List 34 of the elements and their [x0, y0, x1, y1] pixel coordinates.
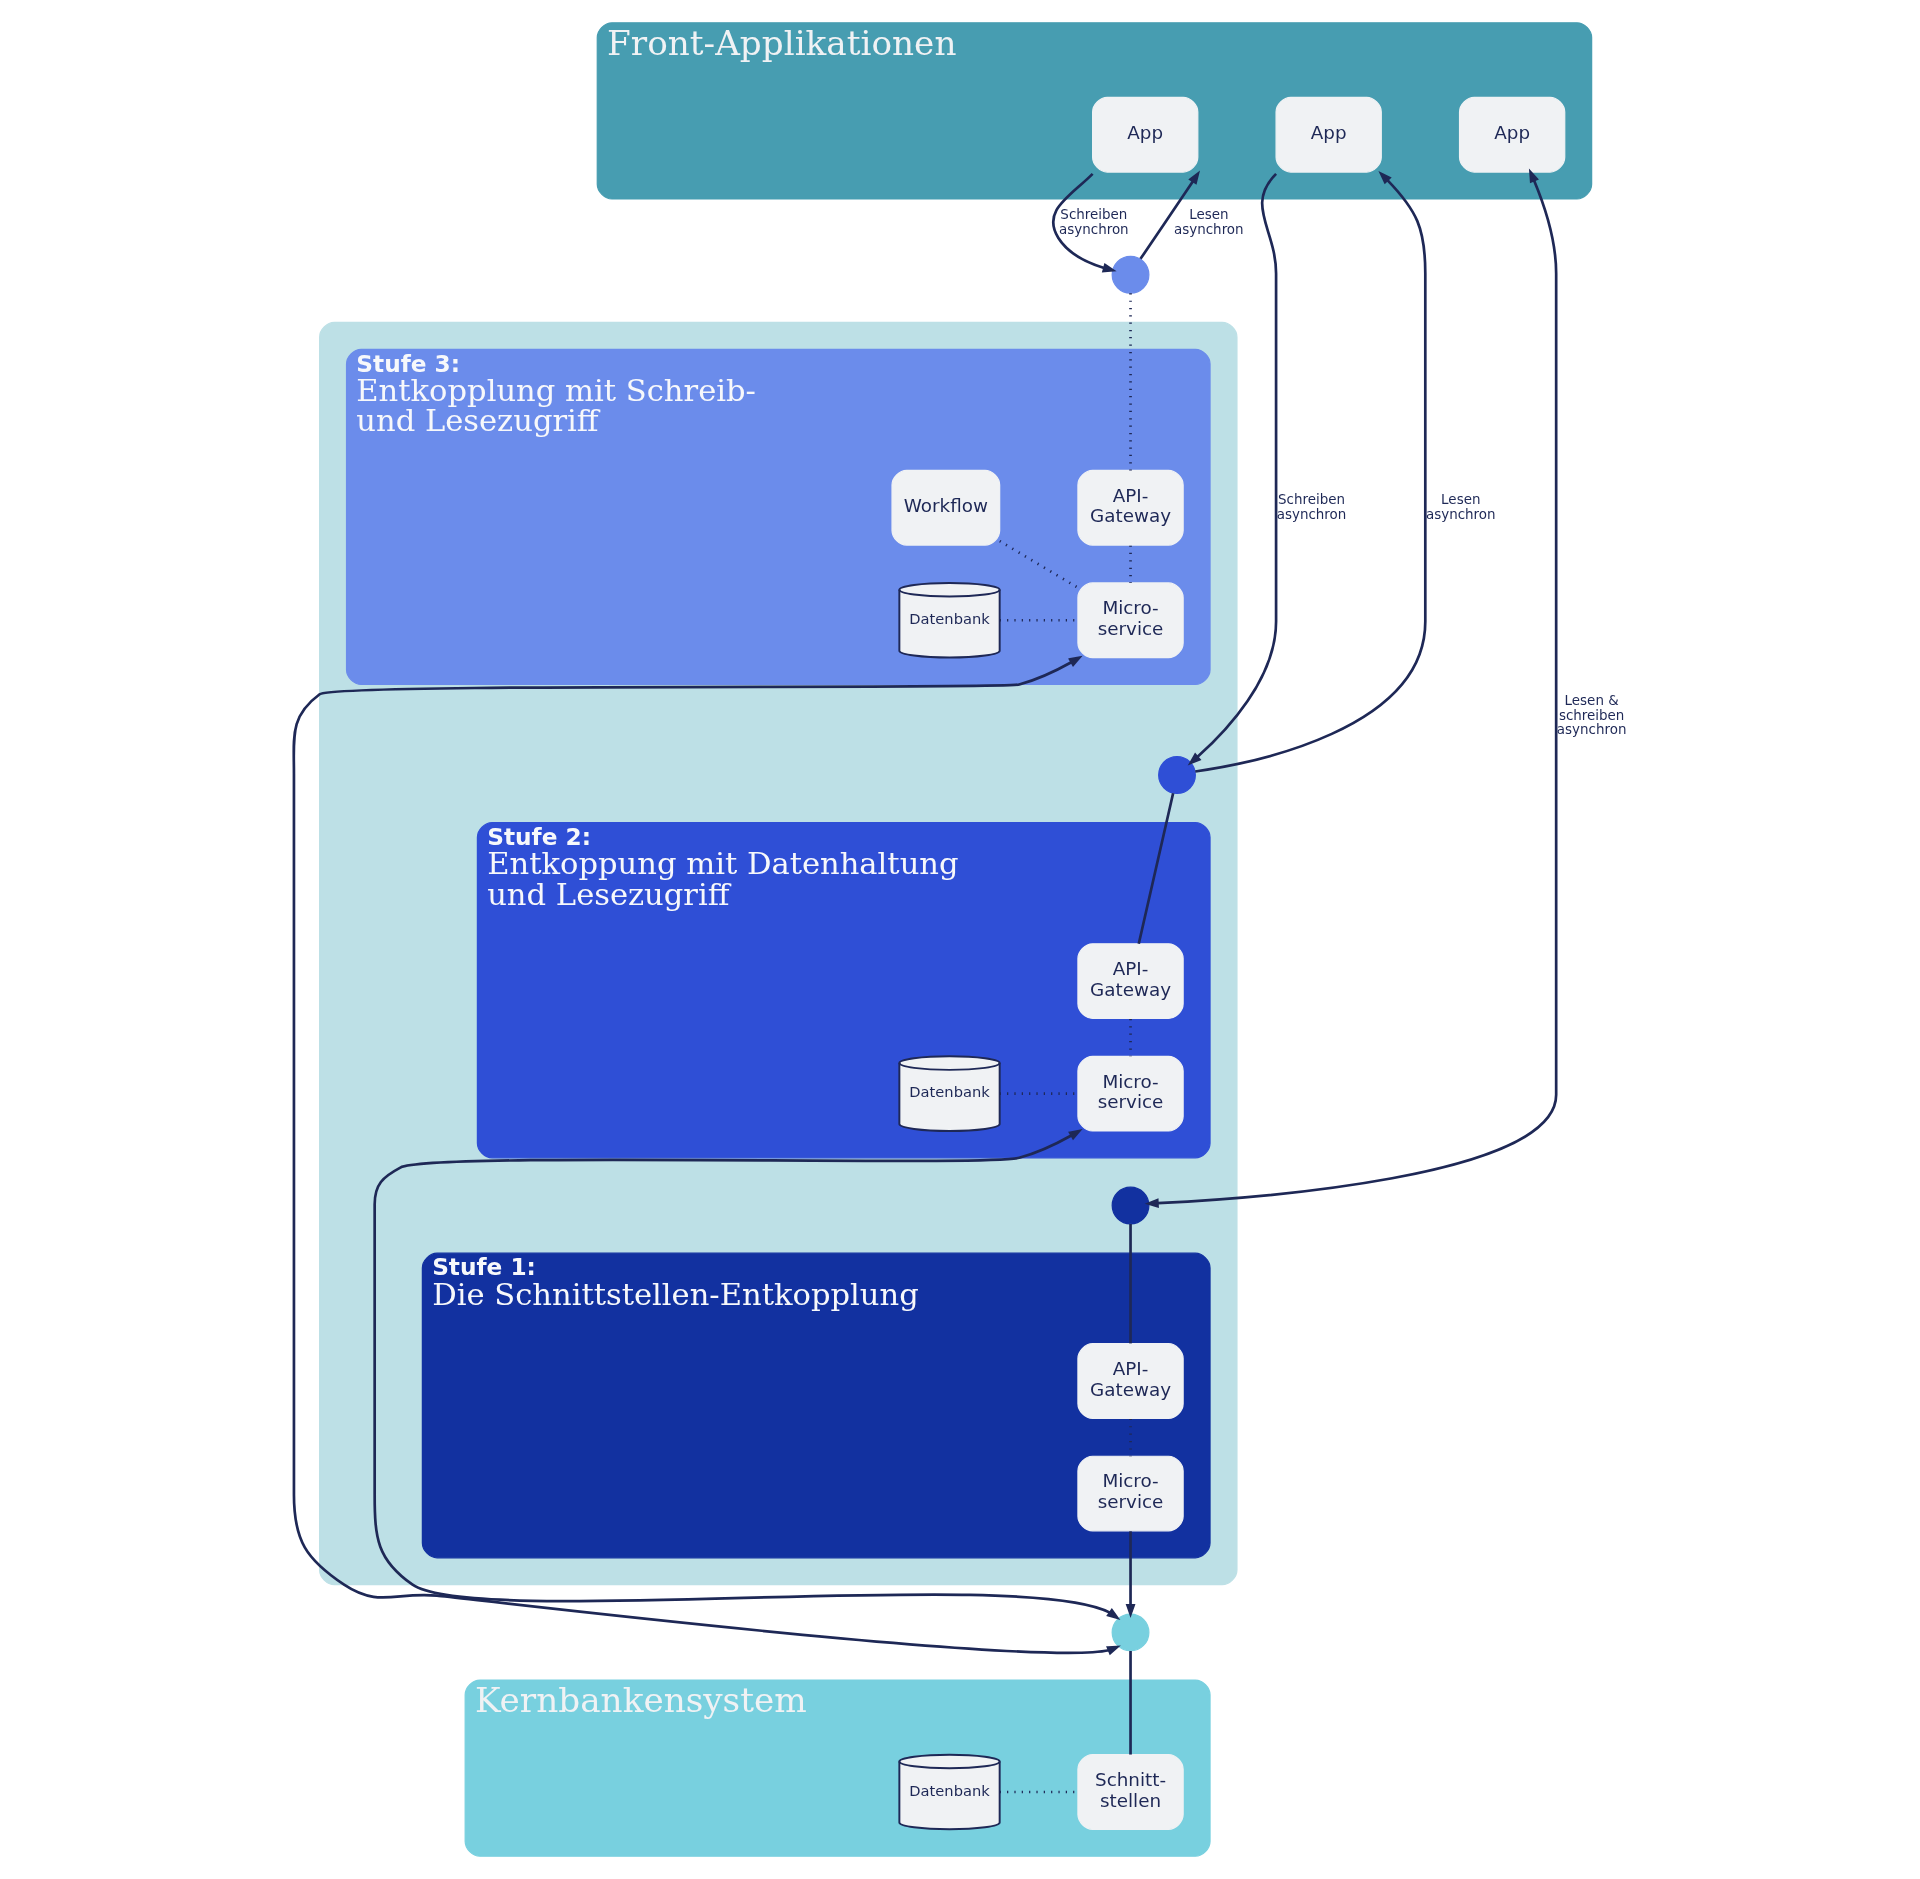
connector — [1129, 1651, 1132, 1755]
arrow — [1195, 170, 1427, 773]
connector — [1129, 1223, 1132, 1344]
arrow — [373, 1128, 1121, 1621]
node-box: Micro- service — [1077, 1055, 1184, 1132]
arrow — [1125, 1531, 1136, 1619]
edge-label: Lesen asynchron — [1174, 207, 1244, 238]
node-circle — [1111, 255, 1150, 294]
connector — [1129, 293, 1132, 471]
node-box: Schnitt- stellen — [1077, 1754, 1184, 1830]
node-circle — [1111, 1613, 1150, 1652]
node-box: API- Gateway — [1077, 469, 1184, 546]
node-box: App — [1275, 96, 1382, 173]
node-circle — [1111, 1186, 1150, 1225]
node-box: API- Gateway — [1077, 1343, 1184, 1419]
arrow — [292, 655, 1121, 1656]
edge-label: Lesen & schreiben asynchron — [1556, 693, 1627, 738]
connector — [999, 539, 1079, 589]
node-box: API- Gateway — [1077, 943, 1184, 1019]
arrow — [1051, 172, 1117, 273]
arrow — [1139, 170, 1201, 260]
edge-label: Schreiben asynchron — [1059, 207, 1129, 238]
node-box: Workflow — [891, 469, 1001, 546]
connector — [1129, 545, 1132, 583]
node-circle — [1158, 756, 1196, 794]
node-box: App — [1458, 96, 1566, 173]
node-box: Micro- service — [1077, 1455, 1184, 1532]
node-box: App — [1092, 96, 1199, 173]
arrow — [1144, 168, 1558, 1208]
connector — [1137, 792, 1175, 945]
arrow — [1187, 172, 1278, 766]
node-box: Micro- service — [1077, 582, 1184, 659]
edge-label: Lesen asynchron — [1425, 491, 1496, 522]
edge-label: Schreiben asynchron — [1276, 491, 1347, 522]
